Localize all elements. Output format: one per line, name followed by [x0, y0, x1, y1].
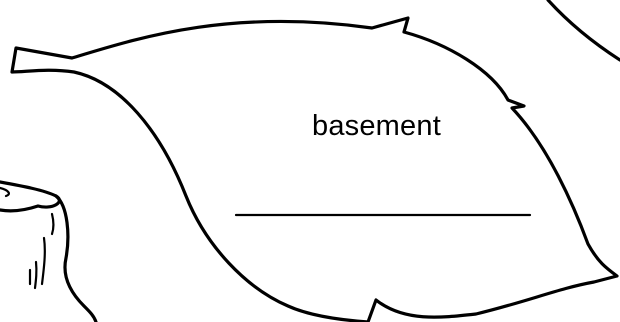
tree-stump	[0, 180, 98, 322]
stump-bark-line	[50, 212, 55, 236]
leaf-outline	[10, 16, 619, 322]
stump-top-rim	[0, 180, 61, 213]
stump-bark-line	[40, 236, 46, 286]
stump-bark-line	[33, 260, 38, 290]
corner-leaf-outline	[546, 0, 620, 62]
leaf-word: basement	[312, 110, 441, 142]
stump-front-edge	[54, 194, 98, 322]
stump-top-ring	[0, 186, 10, 198]
